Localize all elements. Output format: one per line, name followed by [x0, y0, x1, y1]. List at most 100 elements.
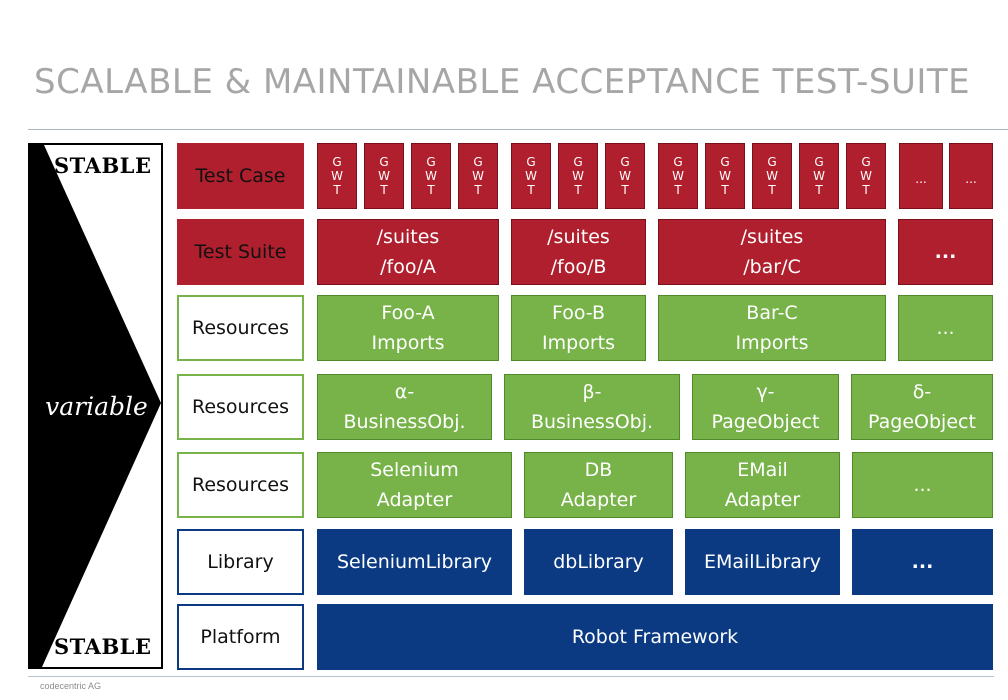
suite-box-foo-b: /suites /foo/B: [511, 219, 646, 285]
library-box-selenium: SeleniumLibrary: [317, 529, 512, 595]
imports-line: Imports: [735, 332, 809, 354]
gwt-letter: T: [427, 183, 435, 197]
suite-line: /suites: [547, 226, 610, 248]
gwt-letter: T: [527, 183, 535, 197]
object-line: BusinessObj.: [343, 411, 466, 433]
gwt-letter: G: [573, 155, 583, 169]
suite-line: /bar/C: [743, 256, 801, 278]
gwt-letter: T: [721, 183, 729, 197]
adapter-line: Adapter: [724, 489, 801, 511]
suite-box-foo-a: /suites /foo/A: [317, 219, 499, 285]
library-box-email: EMailLibrary: [685, 529, 840, 595]
suite-line: /suites: [376, 226, 440, 248]
adapter-box-more: ...: [852, 452, 993, 518]
gwt-letter: W: [472, 169, 484, 183]
imports-box-foo-a: Foo-A Imports: [317, 295, 499, 361]
library-box-more: ...: [852, 529, 993, 595]
gwt-letter: G: [473, 155, 483, 169]
gwt-letter: T: [333, 183, 341, 197]
adapter-line: Adapter: [560, 489, 637, 511]
object-box-gamma: γ- PageObject: [692, 374, 839, 440]
gwt-letter: W: [619, 169, 631, 183]
imports-line: Foo-A: [381, 302, 435, 324]
object-line: PageObject: [868, 411, 976, 433]
gwt-letter: T: [768, 183, 776, 197]
gwt-letter: G: [379, 155, 389, 169]
imports-box-more: ...: [898, 295, 993, 361]
object-line: β-: [582, 381, 602, 403]
layer-label-resources-adapters: Resources: [177, 452, 304, 518]
imports-line: ...: [936, 317, 955, 339]
layer-label-test-suite: Test Suite: [177, 219, 304, 285]
gwt-letter: T: [474, 183, 482, 197]
gwt-letter: G: [720, 155, 730, 169]
gwt-letter: W: [331, 169, 343, 183]
suite-line: /foo/B: [550, 256, 607, 278]
layer-label-test-case: Test Case: [177, 143, 304, 209]
gwt-letter: G: [526, 155, 536, 169]
object-box-delta: δ- PageObject: [851, 374, 993, 440]
imports-line: Imports: [371, 332, 445, 354]
slide-title: SCALABLE & MAINTAINABLE ACCEPTANCE TEST-…: [34, 62, 971, 102]
imports-line: Imports: [542, 332, 615, 354]
layer-label-platform: Platform: [177, 604, 304, 670]
gwt-letter: T: [815, 183, 823, 197]
gwt-letter: T: [674, 183, 682, 197]
gwt-letter: G: [767, 155, 777, 169]
test-case-ellipsis: ...: [915, 172, 927, 186]
stability-arrow-shape: [30, 145, 161, 667]
suite-line: /suites: [740, 226, 804, 248]
gwt-letter: W: [860, 169, 872, 183]
object-line: BusinessObj.: [530, 411, 654, 433]
suite-box-bar-c: /suites /bar/C: [658, 219, 886, 285]
adapter-line: ...: [913, 474, 932, 496]
imports-box-foo-b: Foo-B Imports: [511, 295, 646, 361]
object-line: PageObject: [711, 411, 820, 433]
imports-line: Foo-B: [551, 302, 606, 324]
title-divider: [28, 129, 1008, 130]
layer-label-library: Library: [177, 529, 304, 595]
layer-label-resources-objects: Resources: [177, 374, 304, 440]
adapter-box-selenium: Selenium Adapter: [317, 452, 512, 518]
stable-bottom-label: STABLE: [54, 634, 152, 659]
suite-line: /foo/A: [380, 256, 436, 278]
object-line: δ-: [912, 381, 932, 403]
gwt-letter: T: [380, 183, 388, 197]
gwt-letter: W: [425, 169, 437, 183]
gwt-letter: G: [426, 155, 436, 169]
gwt-letter: T: [621, 183, 629, 197]
object-box-alpha: α- BusinessObj.: [317, 374, 492, 440]
suite-box-more: ...: [898, 219, 993, 285]
gwt-letter: W: [378, 169, 390, 183]
adapter-box-db: DB Adapter: [524, 452, 673, 518]
gwt-letter: G: [332, 155, 342, 169]
gwt-letter: G: [814, 155, 824, 169]
variable-label: variable: [45, 392, 148, 421]
gwt-letter: W: [672, 169, 684, 183]
gwt-letter: G: [673, 155, 683, 169]
gwt-letter: W: [766, 169, 778, 183]
layer-label-resources-imports: Resources: [177, 295, 304, 361]
footer-company: codecentric AG: [40, 681, 102, 691]
footer-divider: [28, 676, 994, 677]
gwt-letter: T: [862, 183, 870, 197]
object-line: α-: [394, 381, 415, 403]
gwt-letter: W: [813, 169, 825, 183]
gwt-letter: T: [574, 183, 582, 197]
library-box-db: dbLibrary: [524, 529, 673, 595]
gwt-letter: W: [572, 169, 584, 183]
object-line: γ-: [756, 381, 775, 403]
test-case-more-box: ...: [899, 143, 943, 209]
gwt-letter: G: [861, 155, 871, 169]
imports-box-bar-c: Bar-C Imports: [658, 295, 886, 361]
